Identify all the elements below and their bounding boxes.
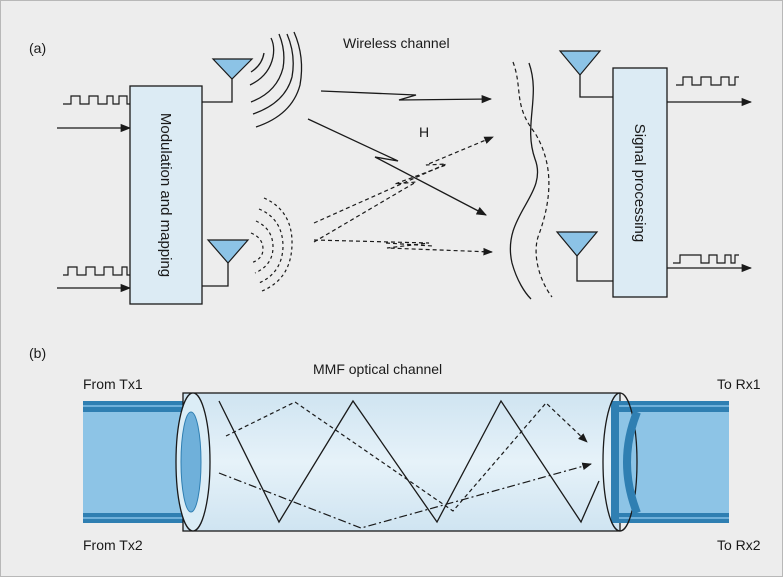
rx-antenna-1-feed [579, 75, 613, 98]
rx-output-waveform-2 [673, 254, 739, 264]
channel-matrix-label: H [419, 124, 429, 140]
wireless-paths-dashed [313, 136, 494, 256]
mmf-cable-body [182, 392, 621, 532]
rx-antenna-1-icon [558, 50, 602, 76]
rx-antenna-2-feed [576, 256, 613, 282]
mmf-channel-title: MMF optical channel [313, 361, 442, 377]
tx-antenna-2-feed [202, 263, 229, 287]
from-tx2-label: From Tx2 [83, 537, 143, 553]
panel-a-label: (a) [29, 40, 46, 56]
to-rx2-label: To Rx2 [717, 537, 761, 553]
fiber-mode-path-dashed [225, 401, 588, 512]
fiber-mode-path-dashdot [218, 462, 592, 529]
tx-antenna-2-icon [206, 239, 250, 264]
modulation-mapping-label: Modulation and mapping [157, 113, 174, 277]
signal-processing-block [612, 67, 668, 298]
right-fiber-core-end [623, 410, 641, 515]
rx-antenna-2-icon [555, 231, 599, 257]
radiation-waves-icon-2 [250, 197, 293, 292]
left-fiber-core-end [180, 411, 202, 513]
from-tx1-label: From Tx1 [83, 376, 143, 392]
wireless-path-cross-1 [307, 118, 487, 216]
fiber-mode-path-solid [218, 399, 600, 524]
radiation-waves-icon-1 [249, 31, 303, 128]
fading-curve-dashed [512, 61, 553, 298]
signal-processing-label: Signal processing [631, 124, 648, 242]
right-fiber-end-cap [602, 392, 638, 532]
rx-output-waveform-1 [676, 76, 739, 86]
fading-curve-solid [509, 62, 539, 300]
left-fiber [83, 401, 191, 523]
tx-antenna-1-feed [202, 79, 233, 103]
to-rx1-label: To Rx1 [717, 376, 761, 392]
tx-antenna-1-icon [211, 58, 254, 80]
wireless-path-direct-1 [320, 90, 493, 104]
modulation-mapping-block [129, 85, 203, 305]
tx-input-waveform-1 [63, 95, 130, 105]
tx-input-waveform-2 [63, 266, 130, 276]
wireless-channel-title: Wireless channel [343, 35, 450, 51]
panel-b-label: (b) [29, 345, 46, 361]
